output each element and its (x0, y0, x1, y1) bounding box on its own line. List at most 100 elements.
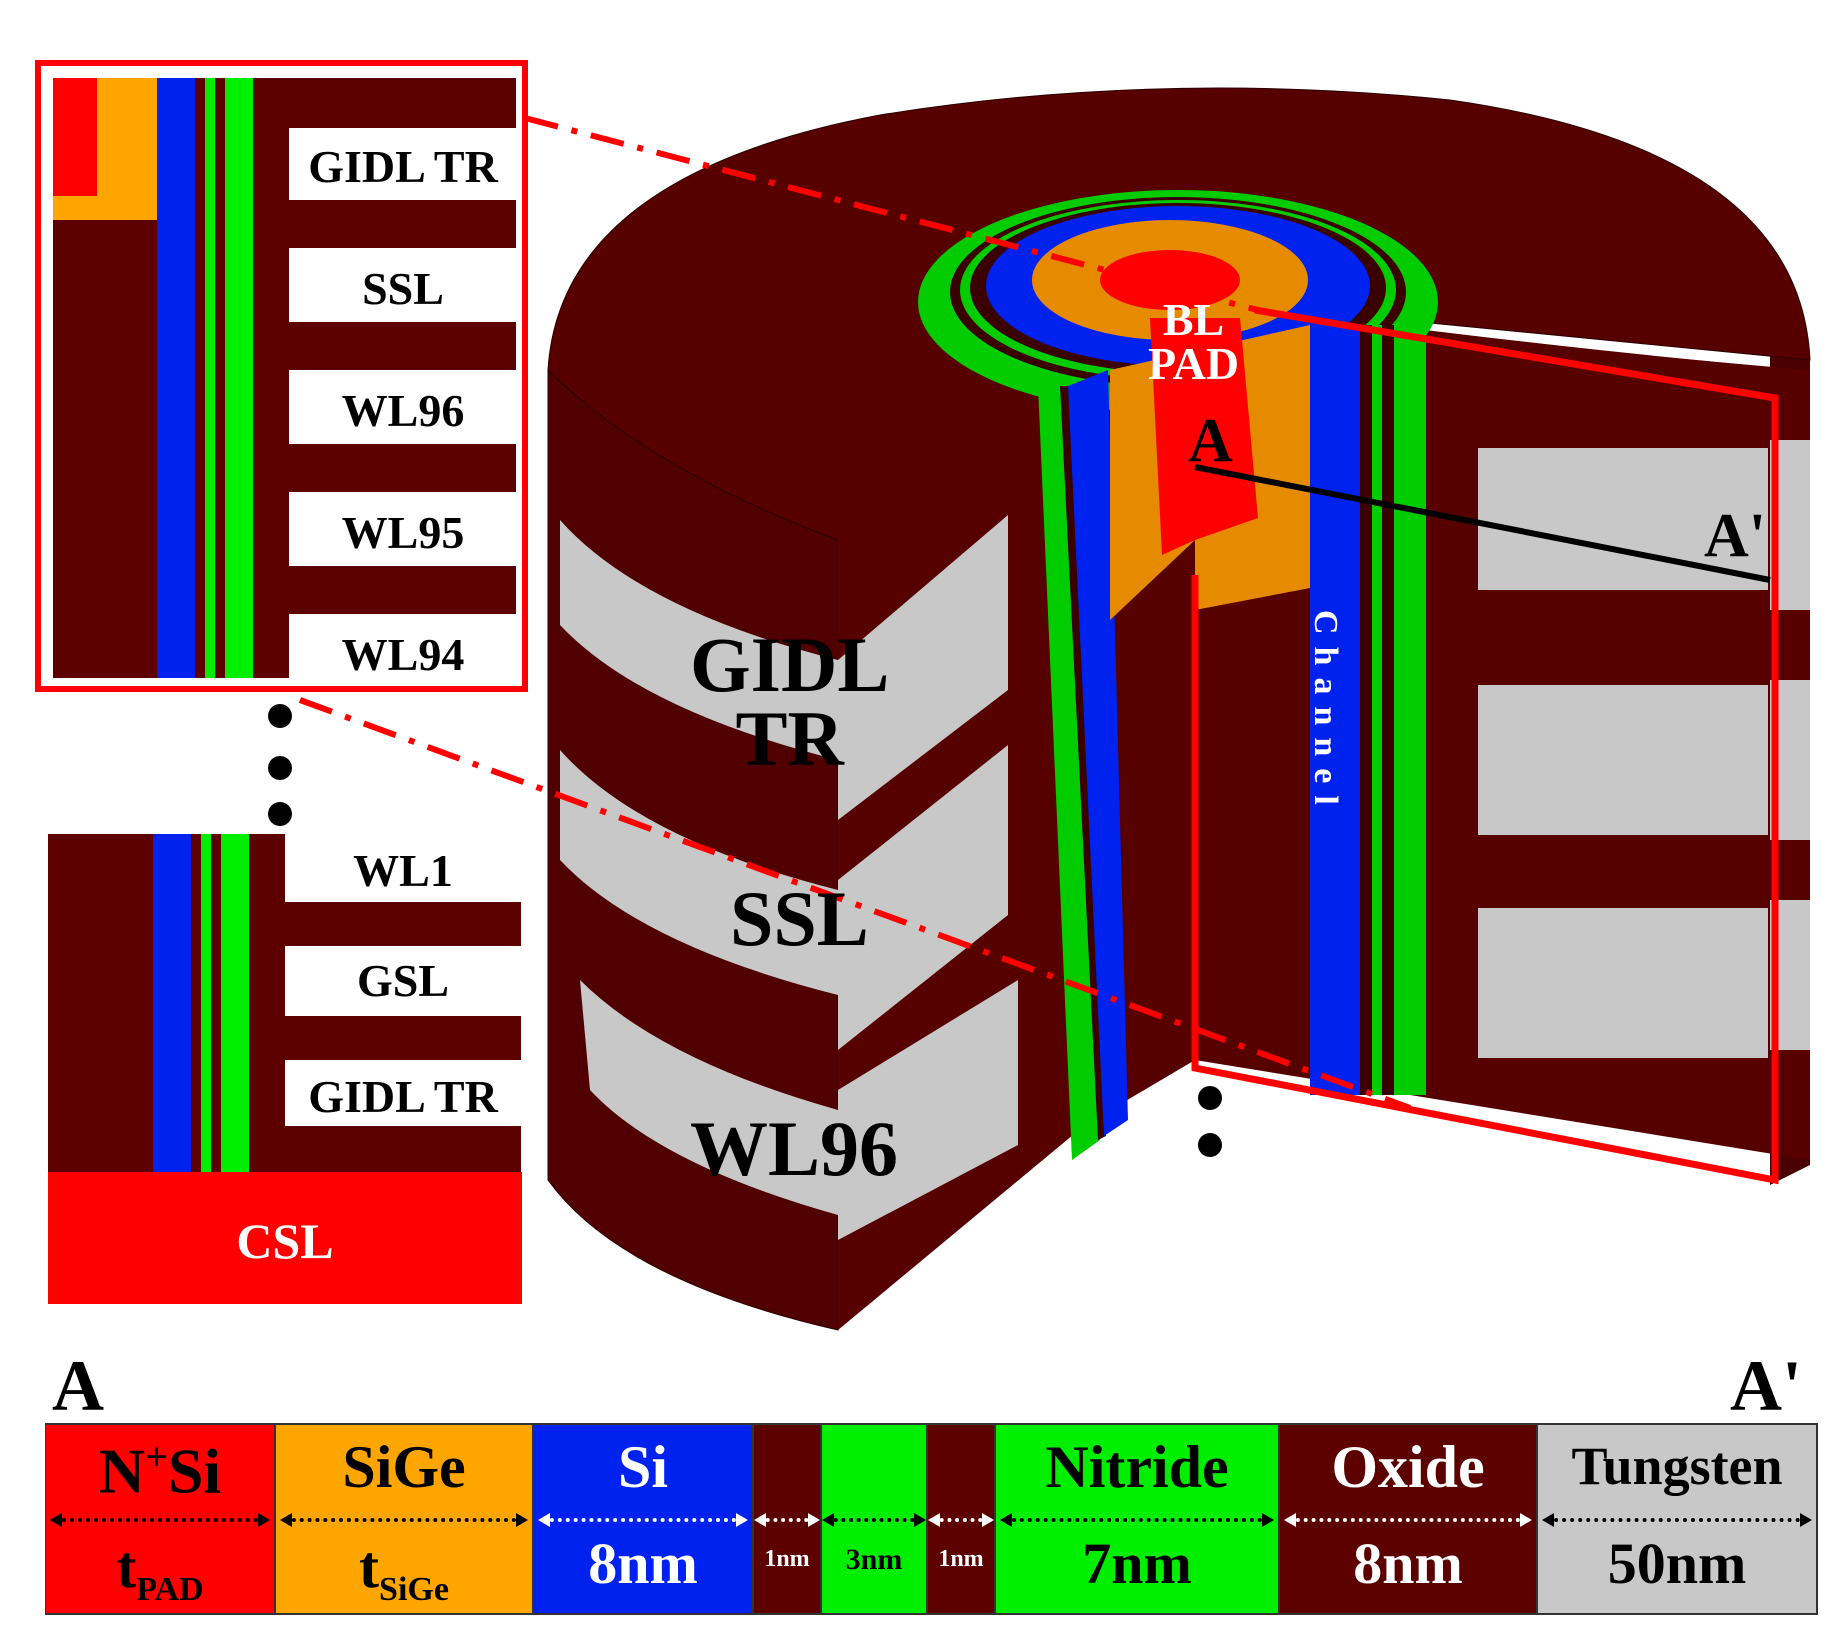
nitride-thin-arrow (822, 1513, 926, 1527)
inset-connectors (298, 115, 1412, 1111)
legend-cell-oxide: Oxide 8nm (1280, 1425, 1538, 1613)
si-title: Si (617, 1434, 669, 1500)
inset-top-nitride (225, 78, 253, 678)
legend-cell-tungsten: Tungsten 50nm (1538, 1425, 1816, 1613)
inset-top-oxide-a (195, 78, 205, 678)
band-label-ssl: SSL (730, 875, 869, 962)
nitride-thickness: 7nm (1082, 1531, 1192, 1596)
inset-bottom: WL1 GSL GIDL TR CSL (48, 834, 524, 1304)
legend-cell-nitride-thin: 3nm (822, 1425, 928, 1613)
inset-top-si (157, 78, 195, 678)
band-label-gidl: GIDL TR (690, 621, 890, 783)
tungsten-thickness: 50nm (1607, 1531, 1747, 1596)
band-gidl-left (560, 520, 838, 760)
npad-si: Si (167, 1435, 222, 1507)
strip-oxide-left (1060, 386, 1106, 1140)
inset-top-npad (53, 78, 97, 196)
strip-nitride-left (1038, 386, 1100, 1160)
oxide-thin-2-thickness: 1nm (938, 1546, 984, 1572)
section-marker-a: A (1188, 407, 1233, 475)
w-block-1 (1478, 448, 1768, 590)
w-block-3 (1478, 908, 1768, 1058)
connector-top (524, 115, 1266, 315)
oxide-thin-1-arrow (754, 1513, 820, 1527)
inset-bottom-oxide-b (211, 834, 221, 1172)
section-line (1194, 464, 1771, 583)
legend-marker-a-prime: A' (1730, 1346, 1802, 1426)
inset-bottom-nitride-thin (201, 834, 211, 1172)
npad-sup: + (145, 1434, 168, 1479)
channel-label: Channel (1307, 610, 1344, 817)
w-block-2 (1478, 685, 1768, 835)
band-gidl-cut (838, 515, 1008, 820)
cylinder-ellipsis-dots (1198, 1086, 1222, 1157)
inset-bottom-label-gsl: GSL (356, 955, 450, 1006)
band-ssl-left (560, 750, 838, 995)
si-thickness: 8nm (588, 1531, 698, 1596)
cut-face-tungsten-bands (838, 515, 1018, 1240)
inset-top-stripe-5 (289, 566, 516, 614)
strip-oxide-right-1 (1360, 325, 1372, 1095)
inset-bottom-stripe-1 (285, 902, 521, 946)
npad-t: t (116, 1534, 137, 1600)
highlight-plane (1191, 306, 1779, 1185)
tungsten-title: Tungsten (1571, 1436, 1783, 1496)
inset-top-label-wl95: WL95 (341, 507, 465, 558)
legend-cell-oxide-thin-2: 1nm (928, 1425, 996, 1613)
inset-bottom-oxide-c (249, 834, 285, 1172)
oxide-dimension-arrow (1284, 1513, 1532, 1527)
legend-cell-npad: N+Si tPAD (46, 1425, 276, 1613)
npad-dimension-arrow (50, 1513, 270, 1527)
nitride-dimension-arrow (1000, 1513, 1274, 1527)
section-marker-a-prime: A' (1704, 502, 1766, 570)
tungsten-dimension-arrow (1542, 1513, 1812, 1527)
npad-sub: PAD (136, 1571, 204, 1608)
inset-top-stripe-1 (289, 78, 516, 128)
band-wl96-left (580, 980, 838, 1215)
oxide-title: Oxide (1331, 1434, 1485, 1500)
inset-bottom-nitride (221, 834, 249, 1172)
strip-oxide-right-2 (1382, 325, 1394, 1095)
inset-top-label-wl94: WL94 (341, 629, 465, 680)
strip-npad (1150, 318, 1258, 555)
legend-cell-oxide-thin-1: 1nm (754, 1425, 822, 1613)
inset-bottom-si (153, 834, 191, 1172)
inset-top-stripe-4 (289, 444, 516, 492)
inset-top-label-wl96: WL96 (341, 385, 465, 436)
oxide-thickness: 8nm (1353, 1531, 1463, 1596)
si-dimension-arrow (538, 1513, 748, 1527)
legend-cell-sige: SiGe tSiGe (276, 1425, 534, 1613)
inset-bottom-stripe-2 (285, 1016, 521, 1060)
sige-sub: SiGe (379, 1571, 449, 1608)
inset-top-stripe-2 (289, 200, 516, 248)
bl-pad-label: BL PAD (1148, 294, 1240, 389)
right-tungsten-blocks (1478, 440, 1810, 1058)
inset-top-stripe-3 (289, 322, 516, 370)
strip-si-right (1310, 325, 1360, 1095)
sige-t: t (359, 1534, 380, 1600)
inset-top-oxide-b (215, 78, 225, 678)
inset-top-nitride-thin (205, 78, 215, 678)
legend-cell-si: Si 8nm (534, 1425, 754, 1613)
sige-dimension-arrow (280, 1513, 528, 1527)
inset-top-label-gidl: GIDL TR (308, 141, 498, 192)
legend-marker-a: A (52, 1346, 104, 1426)
band-wl96-cut (838, 980, 1018, 1240)
sige-title: SiGe (342, 1434, 466, 1500)
csl-label: CSL (236, 1213, 334, 1269)
legend-cell-nitride: Nitride 7nm (996, 1425, 1280, 1613)
inset-bottom-label-gidl: GIDL TR (308, 1071, 498, 1122)
inset-top-label-ssl: SSL (362, 263, 444, 314)
inset-bottom-oxide-a (191, 834, 201, 1172)
inset-bottom-label-wl1: WL1 (353, 845, 453, 896)
csl-block (48, 1172, 522, 1304)
band-ssl-cut (838, 745, 1008, 1050)
strip-nitride-right-a (1372, 325, 1382, 1095)
inset-ellipsis-dots (268, 704, 292, 826)
nitride-thin-thickness: 3nm (845, 1543, 903, 1576)
nitride-title: Nitride (1045, 1434, 1229, 1500)
oxide-thin-1-thickness: 1nm (764, 1546, 810, 1572)
oxide-thin-2-arrow (928, 1513, 994, 1527)
